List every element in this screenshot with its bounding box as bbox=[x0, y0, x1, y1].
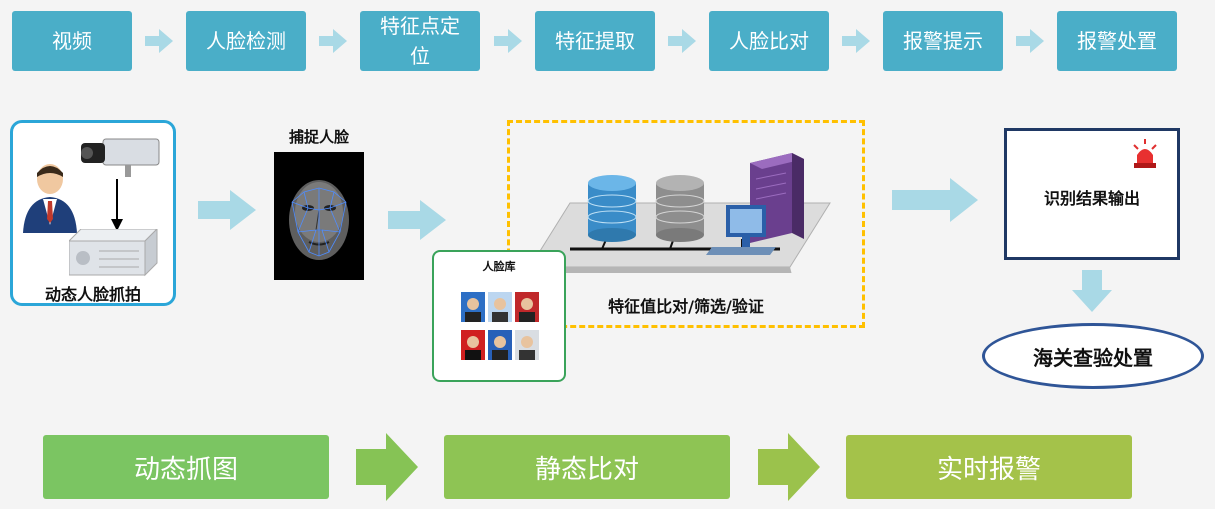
arrow-right-icon bbox=[668, 29, 696, 53]
face-library-grid bbox=[461, 292, 541, 368]
database-zone: 特征值比对/筛选/验证 bbox=[507, 120, 865, 328]
arrow-down-icon bbox=[1072, 270, 1112, 312]
alarm-siren-icon bbox=[1133, 139, 1157, 168]
arrow-down-icon bbox=[111, 179, 123, 231]
step-alarm-prompt: 报警提示 bbox=[883, 11, 1003, 71]
step-face-comparison: 人脸比对 bbox=[709, 11, 829, 71]
face-photo bbox=[461, 330, 485, 360]
customs-ellipse: 海关查验处置 bbox=[982, 323, 1204, 389]
bottom-step-dynamic-capture: 动态抓图 bbox=[43, 435, 329, 499]
face-photo bbox=[488, 330, 512, 360]
arrow-right-icon bbox=[494, 29, 522, 53]
database-gray-icon bbox=[655, 175, 705, 242]
captured-face-image bbox=[274, 152, 364, 280]
arrow-right-icon bbox=[145, 29, 173, 53]
arrow-right-icon bbox=[758, 433, 820, 501]
face-library-box: 人脸库 bbox=[432, 250, 566, 382]
step-alarm-handling: 报警处置 bbox=[1057, 11, 1177, 71]
captured-face-title: 捕捉人脸 bbox=[288, 128, 349, 146]
bottom-step-static-comparison: 静态比对 bbox=[444, 435, 730, 499]
arrow-right-icon bbox=[356, 433, 418, 501]
arrow-right-icon bbox=[842, 29, 870, 53]
result-box: 识别结果输出 bbox=[1004, 128, 1180, 260]
result-label: 识别结果输出 bbox=[1043, 189, 1140, 208]
user-icon bbox=[23, 164, 77, 233]
arrow-right-icon bbox=[388, 200, 446, 240]
bottom-step-realtime-alarm: 实时报警 bbox=[846, 435, 1132, 499]
face-photo bbox=[461, 292, 485, 322]
database-platform bbox=[530, 153, 831, 273]
customs-label: 海关查验处置 bbox=[1033, 345, 1153, 370]
monitor-icon bbox=[706, 205, 776, 255]
database-blue-icon bbox=[587, 175, 637, 242]
capture-label: 动态人脸抓拍 bbox=[44, 285, 141, 304]
step-face-detection: 人脸检测 bbox=[186, 11, 306, 71]
step-landmark-location: 特征点定位 bbox=[360, 11, 480, 71]
face-library-title: 人脸库 bbox=[482, 260, 516, 273]
arrow-right-icon bbox=[1016, 29, 1044, 53]
arrow-right-icon bbox=[319, 29, 347, 53]
capture-box: 动态人脸抓拍 bbox=[10, 120, 176, 306]
camera-icon bbox=[81, 138, 160, 177]
face-photo bbox=[515, 330, 539, 360]
face-photo bbox=[515, 292, 539, 322]
face-photo bbox=[488, 292, 512, 322]
step-feature-extraction: 特征提取 bbox=[535, 11, 655, 71]
arrow-right-icon bbox=[198, 190, 256, 230]
database-zone-label: 特征值比对/筛选/验证 bbox=[608, 297, 764, 316]
arrow-right-icon bbox=[892, 178, 978, 222]
step-video: 视频 bbox=[12, 11, 132, 71]
face-mesh-icon bbox=[289, 180, 349, 260]
server-icon bbox=[69, 229, 158, 277]
